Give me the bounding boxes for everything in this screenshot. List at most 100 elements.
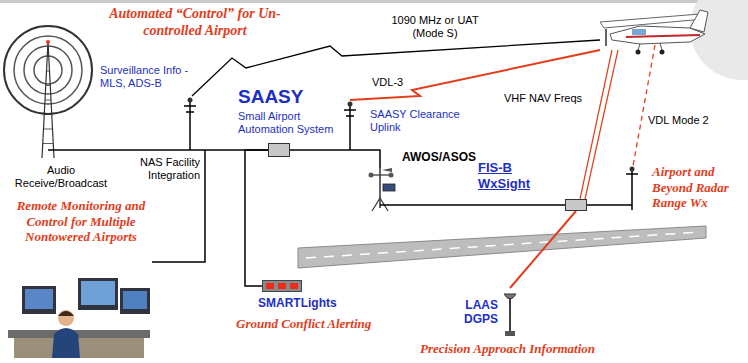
callout-note: Remote Monitoring and Control for Multip… (6, 198, 156, 245)
bus-stub (48, 149, 55, 151)
signal-label: NAS Facility Integration (128, 156, 200, 182)
antenna-bar (186, 111, 194, 113)
device-icon (41, 40, 55, 160)
monitor (22, 286, 56, 314)
device-label: SAASY (238, 86, 303, 109)
tower-brace (45, 100, 51, 101)
aircraft-strut (638, 44, 640, 50)
signal-wire (400, 204, 565, 206)
radio-ring (34, 56, 62, 84)
operator-head (58, 310, 74, 326)
device-icon (565, 199, 587, 211)
radio-ring (4, 26, 92, 114)
tower-beacon (46, 40, 50, 44)
antenna-bar (184, 105, 196, 107)
device-label: SMARTLights (258, 296, 337, 310)
signal-wire (290, 149, 343, 151)
antenna-bar (346, 115, 354, 117)
antenna-base (505, 331, 515, 336)
device-antenna: SAASY Clearance Uplink (343, 100, 357, 156)
tower-brace (46, 85, 51, 86)
vdl-signal (633, 45, 655, 166)
solar-panel (383, 184, 395, 191)
aircraft-wing (600, 14, 704, 28)
signal-wire (55, 149, 183, 151)
top-rule (0, 0, 748, 3)
signal-label: VDL Mode 2 (648, 114, 709, 127)
monitor (120, 288, 150, 314)
signal-label: VHF NAV Freqs (504, 92, 582, 105)
station-leg (372, 198, 380, 211)
antenna-tip (348, 102, 353, 107)
aircraft-strut (660, 43, 662, 50)
antenna-bar (344, 109, 356, 111)
tower-brace (43, 143, 54, 144)
nav-signal (585, 50, 618, 199)
wind-vane (382, 168, 392, 172)
bus-stub (183, 149, 197, 151)
signal-wire (510, 211, 576, 288)
device-antenna: Surveillance Info - MLS, ADS-B (183, 96, 197, 156)
device-label: FIS-B WxSight (478, 160, 544, 191)
device-icon (268, 143, 290, 157)
device-laas: LAAS DGPS (503, 288, 517, 336)
callout-note: Ground Conflict Alerting (236, 316, 371, 332)
corner-disc (690, 0, 748, 80)
monitor-screen (123, 291, 147, 309)
light-bar (263, 281, 302, 292)
equipment-box (566, 200, 587, 211)
vdl-antenna-mast (631, 170, 633, 210)
device-box: FIS-B WxSight (565, 199, 587, 211)
warning-light (266, 283, 274, 289)
device-label: AWOS/ASOS (402, 150, 476, 164)
device-icon (365, 168, 400, 212)
signal-label: VDL-3 (372, 76, 403, 89)
tower-brace (44, 114, 52, 115)
station-mast (379, 168, 381, 208)
signal-label: 1090 MHz or UAT (Mode S) (385, 14, 485, 40)
antenna-mast (509, 294, 511, 336)
anemometer-cup (369, 173, 374, 178)
antenna-mast (189, 102, 191, 150)
monitor (78, 278, 118, 310)
nav-signal (580, 50, 612, 199)
tower-brace (44, 129, 53, 130)
device-awos: AWOS/ASOS (365, 168, 400, 212)
console-desk (8, 330, 150, 338)
aircraft-propeller (605, 29, 607, 46)
anemometer-cup (389, 173, 394, 178)
aircraft-wheel (660, 50, 665, 55)
device-box: SAASYSmall Airport Automation System (268, 143, 290, 157)
antenna-mast (349, 106, 351, 150)
runway (298, 226, 706, 268)
device-label: SAASY Clearance Uplink (370, 108, 466, 134)
equipment-box (269, 144, 290, 157)
aircraft-stripe (626, 35, 700, 37)
device-label: LAAS DGPS (456, 298, 498, 327)
monitor-screen (81, 281, 115, 305)
antenna-dish (504, 294, 516, 299)
device-icon (262, 280, 302, 292)
warning-light (278, 283, 286, 289)
tower-brace (47, 71, 50, 72)
device-label: Small Airport Automation System (238, 110, 338, 136)
callout-note: Precision Approach Information (420, 341, 595, 357)
device-label: Surveillance Info - MLS, ADS-B (100, 64, 192, 90)
callout-note: Airport and Beyond Radar Range Wx (652, 164, 742, 211)
vdl-antenna-bar (626, 173, 638, 175)
operator-body (52, 328, 80, 358)
device-lights: SMARTLights (262, 280, 302, 292)
aircraft-wheel (636, 50, 641, 55)
device-icon (183, 96, 197, 156)
vdl-wire (587, 204, 632, 206)
bus-stub (343, 149, 357, 151)
device-label: Audio Receive/Broadcast (6, 164, 116, 190)
aircraft-tail (690, 10, 708, 32)
antenna-tip (188, 98, 193, 103)
bus-stub (380, 204, 400, 206)
vdl-antenna-tip (630, 167, 635, 172)
device-icon (503, 288, 517, 336)
